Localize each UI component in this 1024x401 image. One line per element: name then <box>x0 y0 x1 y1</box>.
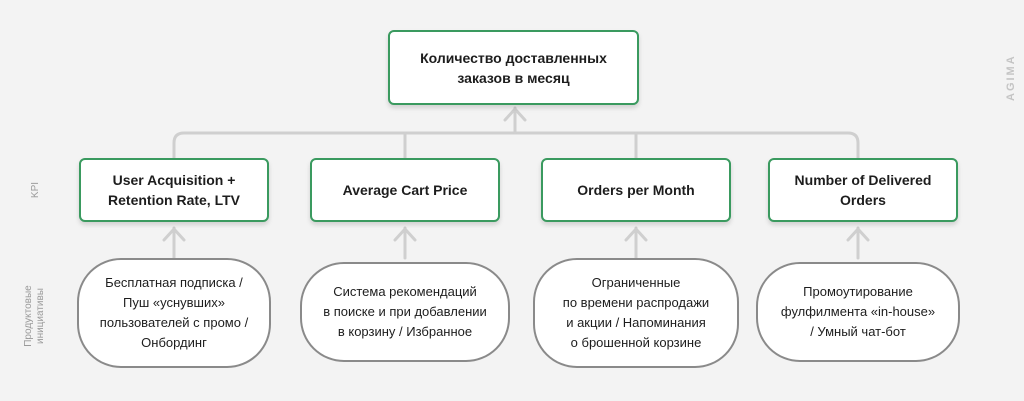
kpi-label: Orders per Month <box>577 182 695 198</box>
arrowhead-initiative-2 <box>393 227 417 242</box>
kpi-label: User Acquisition + Retention Rate, LTV <box>108 172 240 208</box>
kpi-box-delivered-orders: Number of Delivered Orders <box>768 158 958 222</box>
initiative-pill-fulfilment: Промоутирование фулфилмента «in-house» /… <box>756 262 960 362</box>
initiative-pill-sales: Ограниченные по времени распродажи и акц… <box>533 258 739 368</box>
kpi-row-label: KPI <box>30 181 41 199</box>
kpi-box-orders-per-month: Orders per Month <box>541 158 731 222</box>
root-metric-box: Количество доставленных заказов в месяц <box>388 30 639 105</box>
tree-connector <box>172 131 860 160</box>
arrowhead-initiative-3 <box>624 227 648 242</box>
initiative-label: Система рекомендаций в поиске и при доба… <box>323 284 487 339</box>
initiative-label: Промоутирование фулфилмента «in-house» /… <box>780 284 936 339</box>
arrowhead-initiative-1 <box>162 227 186 242</box>
arrowhead-root <box>503 107 527 122</box>
initiatives-row-label: Продуктовые инициативы <box>23 285 46 347</box>
arrowhead-initiative-4 <box>846 227 870 242</box>
initiative-pill-recommendations: Система рекомендаций в поиске и при доба… <box>300 262 510 362</box>
initiative-label: Ограниченные по времени распродажи и акц… <box>562 275 710 350</box>
agima-watermark: AGIMA <box>1005 54 1017 101</box>
root-metric-label: Количество доставленных заказов в месяц <box>420 49 607 86</box>
kpi-box-average-cart-price: Average Cart Price <box>310 158 500 222</box>
kpi-label: Number of Delivered Orders <box>794 172 932 208</box>
initiative-pill-subscription: Бесплатная подписка / Пуш «уснувших» пол… <box>77 258 271 368</box>
kpi-label: Average Cart Price <box>342 182 468 198</box>
kpi-box-user-acquisition: User Acquisition + Retention Rate, LTV <box>79 158 269 222</box>
initiative-label: Бесплатная подписка / Пуш «уснувших» пол… <box>99 275 249 350</box>
